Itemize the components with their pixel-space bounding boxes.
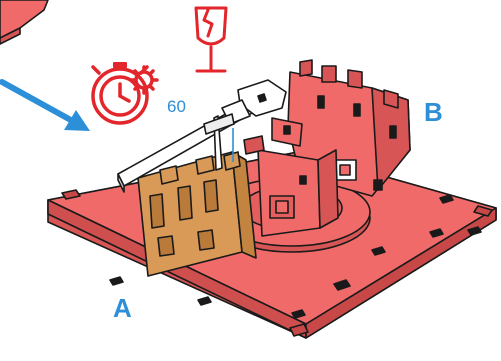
part-label-b: B [424,97,443,128]
stopwatch-gear-icon [93,62,157,123]
fragile-glass-icon [196,8,226,71]
partial-piece-top-left [0,0,48,44]
arrow-icon [2,82,90,131]
part-label-a: A [113,293,132,324]
time-label: 60 [167,97,186,117]
